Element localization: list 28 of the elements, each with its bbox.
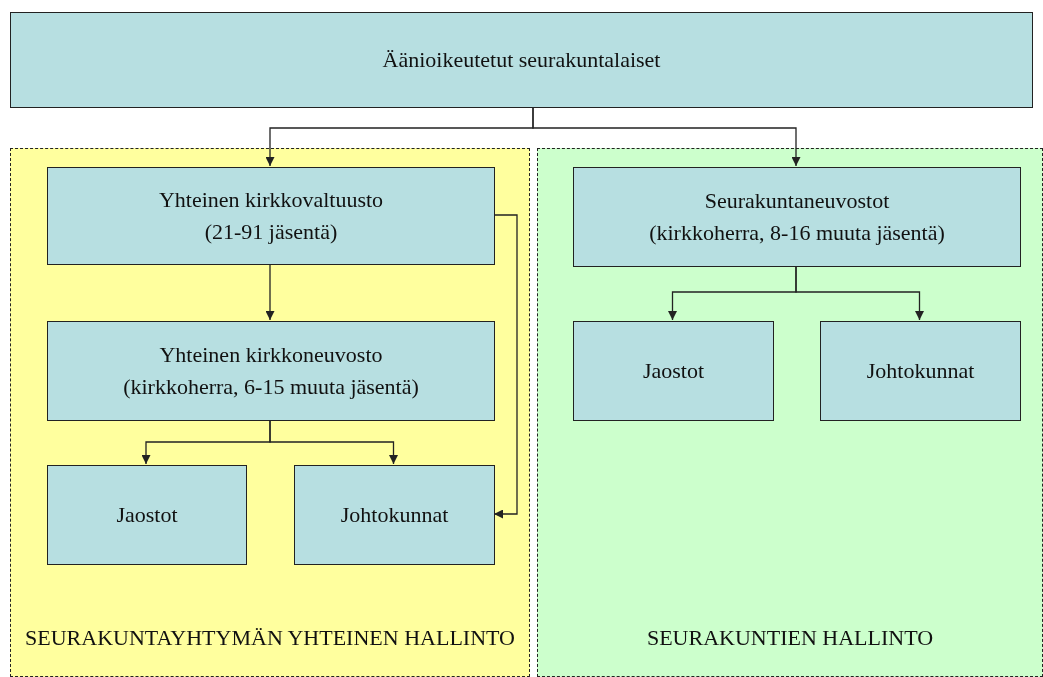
- group-title: SEURAKUNTAYHTYMÄN YHTEINEN HALLINTO: [24, 624, 516, 653]
- node-text: Seurakuntaneuvostot: [704, 187, 890, 216]
- process-box: [47, 167, 495, 265]
- group-band: [537, 148, 1043, 677]
- process-box: [10, 12, 1033, 108]
- arrow: [532, 107, 801, 167]
- node-text: (kirkkoherra, 6-15 muuta jäsentä): [123, 373, 419, 401]
- node-text: (21-91 jäsentä): [204, 218, 338, 246]
- node-text: (kirkkoherra, 8-16 muuta jäsentä): [649, 219, 945, 247]
- group-band: [10, 148, 530, 677]
- process-box: [47, 465, 247, 565]
- process-box: [573, 167, 1021, 267]
- node-text: Jaostot: [116, 501, 178, 530]
- group-title: SEURAKUNTIEN HALLINTO: [645, 624, 935, 653]
- node-text: Jaostot: [642, 357, 705, 386]
- arrow: [265, 263, 275, 321]
- process-box: [47, 321, 495, 421]
- arrow: [493, 214, 518, 519]
- process-box: [294, 465, 495, 565]
- process-box: [820, 321, 1021, 421]
- arrow: [795, 265, 924, 321]
- node-text: Yhteinen kirkkovaltuusto: [158, 186, 384, 215]
- node-text: Johtokunnat: [340, 501, 449, 530]
- node-text: Johtokunnat: [866, 357, 975, 386]
- arrow: [269, 419, 398, 465]
- process-box: [573, 321, 774, 421]
- node-text: Äänioikeutetut seurakuntalaiset: [382, 46, 661, 75]
- node-text: Yhteinen kirkkoneuvosto: [159, 341, 383, 370]
